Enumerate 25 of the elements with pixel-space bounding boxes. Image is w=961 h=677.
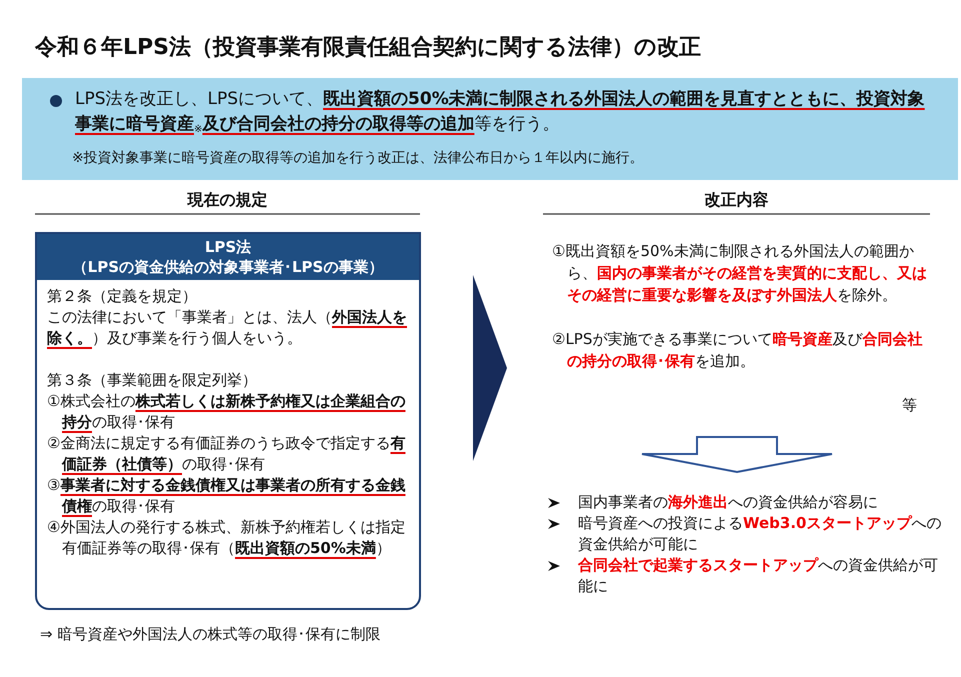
amendment-item: ②LPSが実施できる事業について暗号資産及び合同会社の持分の取得･保有を追加。 (552, 329, 924, 372)
note-text: ※投資対象事業に暗号資産の取得等の追加を行う改正は、法律公布日から１年以内に施行。 (72, 149, 644, 168)
section-heading: 改正内容 (704, 189, 770, 211)
panel-subtitle: （LPSの資金供給の対象事業者･LPSの事業） (72, 257, 384, 277)
summary-text: LPS法を改正し、LPSについて、既出資額の50%未満に制限される外国法人の範囲を見直すとともに、投資対象事業に暗号資産$_{※}$及び合同会社の持分の取得等の追加等を行う。 (75, 88, 926, 136)
panel-title: LPS法 (204, 237, 252, 257)
provision-panel (35, 232, 421, 610)
effect-item: 暗号資産への投資によるWeb3.0スタートアップへの資金供給が可能に (578, 513, 942, 555)
effect-item: 合同会社で起業するスタートアップへの資金供給が可能に (578, 555, 939, 597)
chevron-arrow (473, 275, 507, 461)
list-item: ①株式会社の株式若しくは新株予約権又は企業組合の持分の取得･保有 (47, 391, 406, 433)
article-heading: 第２条（定義を規定） (47, 286, 198, 307)
effect-item: 国内事業者の海外進出への資金供給が容易に (578, 492, 878, 513)
list-item: ②金商法に規定する有価証券のうち政令で指定する有価証券（社債等）の取得･保有 (47, 433, 406, 475)
note-text: ⇒ 暗号資産や外国法人の株式等の取得･保有に制限 (40, 624, 380, 645)
amendment-item: ①既出資額を50%未満に制限される外国法人の範囲から、国内の事業者がその経営を実質的に支配し、又はその経営に重要な影響を及ぼす外国法人を除外。 (552, 241, 928, 306)
list-item: ④外国法人の発行する株式、新株予約権若しくは指定有価証券等の取得･保有（既出資額の50%未満） (47, 517, 406, 559)
section-heading: 現在の規定 (186, 189, 268, 211)
summary-banner (22, 78, 958, 180)
etc-note: 等 (902, 395, 917, 416)
article-heading: 第３条（事業範囲を限定列挙） (47, 370, 258, 391)
list-item: ③事業者に対する金銭債権又は事業者の所有する金銭債権の取得･保有 (47, 475, 406, 517)
article-text: この法律において「事業者」とは、法人（外国法人を除く。）及び事業を行う個人をいう。 (47, 307, 408, 349)
title: 令和６年LPS法（投資事業有限責任組合契約に関する法律）の改正 (35, 34, 701, 62)
block-arrow (641, 436, 833, 474)
